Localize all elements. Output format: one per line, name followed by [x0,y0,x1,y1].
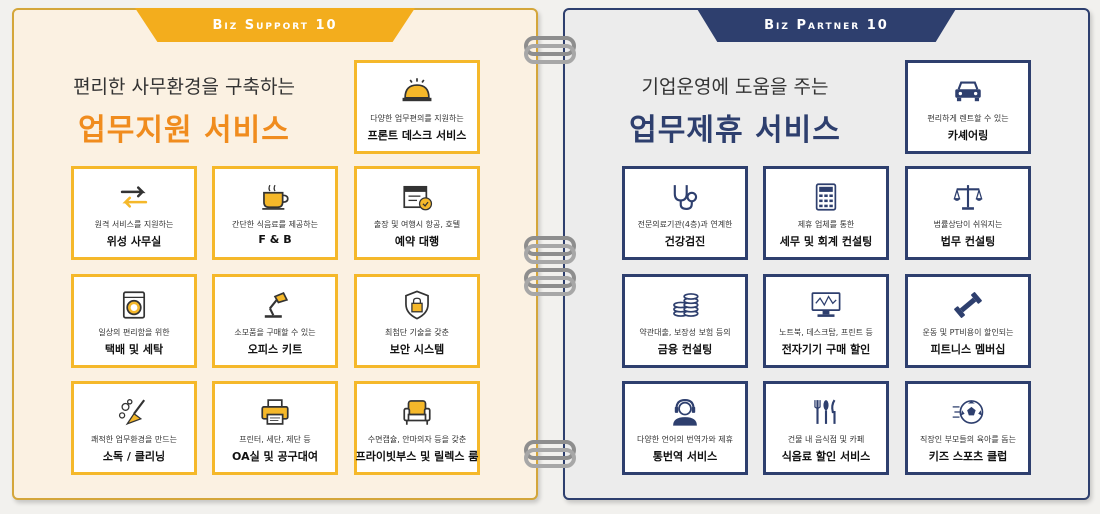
card-title: 금융 컨설팅 [657,343,713,356]
service-card-cleaning[interactable]: 쾌적한 업무환경을 만드는 소독 / 클리닝 [71,381,197,475]
biz-support-tab: Biz Support 10 [135,8,415,42]
service-card-tax-accounting[interactable]: 제휴 업체를 통한 세무 및 회계 컨설팅 [763,166,889,260]
service-card-security[interactable]: 최첨단 기술을 갖춘 보안 시스템 [354,274,480,368]
monitor-icon [806,287,846,323]
headset-person-icon [665,394,705,430]
service-card-booking[interactable]: 출장 및 여행시 항공, 호텔 예약 대행 [354,166,480,260]
card-title: 프라이빗부스 및 릴렉스 룸 [355,450,479,463]
card-desc: 노트북, 데스크탑, 프린트 등 [779,328,873,337]
stethoscope-icon [665,179,705,215]
card-title: 오피스 키트 [247,343,303,356]
card-title: 통번역 서비스 [652,450,718,463]
lock-shield-icon [397,287,437,323]
ring-loop [524,448,576,468]
biz-partner-panel: Biz Partner 10 기업운영에 도움을 주는 업무제휴 서비스 편리하… [563,8,1090,500]
card-title: 예약 대행 [394,235,440,248]
armchair-icon [397,394,437,430]
card-desc: 다양한 업무편의를 지원하는 [370,114,464,123]
card-desc: 출장 및 여행시 항공, 호텔 [373,220,461,229]
card-title: 키즈 스포츠 클럽 [928,450,1008,463]
transfer-arrows-icon [114,179,154,215]
card-title: 프론트 데스크 서비스 [367,129,467,142]
card-desc: 건물 내 음식점 및 카페 [787,435,865,444]
service-card-electronics[interactable]: 노트북, 데스크탑, 프린트 등 전자기기 구매 할인 [763,274,889,368]
card-title: 법무 컨설팅 [940,235,996,248]
washing-machine-icon [114,287,154,323]
cleaning-broom-icon [114,394,154,430]
card-desc: 일상의 편리함을 위한 [98,328,170,337]
service-card-oa-room[interactable]: 프린터, 세단, 제단 등 OA실 및 공구대여 [212,381,338,475]
binder-ring-top [524,36,576,64]
service-card-food-discount[interactable]: 건물 내 음식점 및 카페 식음료 할인 서비스 [763,381,889,475]
card-title: 택배 및 세탁 [104,343,164,356]
card-desc: 수면캡슐, 안마의자 등을 갖춘 [367,435,467,444]
card-desc: 약관대출, 보장성 보험 등의 [639,328,731,337]
card-title: 식음료 할인 서비스 [781,450,871,463]
biz-support-subtitle: 편리한 사무환경을 구축하는 [73,76,295,98]
service-card-food-beverage[interactable]: 간단한 식음료를 제공하는 F & B [212,166,338,260]
binder-ring-bottom [524,440,576,468]
card-desc: 소모품을 구매할 수 있는 [234,328,316,337]
coffee-cup-icon [255,179,295,215]
ring-loop [524,276,576,296]
binder-ring-upper-middle [524,236,576,264]
card-desc: 쾌적한 업무환경을 만드는 [90,435,178,444]
ring-loop [524,44,576,64]
card-title: 피트니스 멤버십 [930,343,1006,356]
biz-support-panel: Biz Support 10 편리한 사무환경을 구축하는 업무지원 서비스 다… [12,8,538,500]
service-card-relax-room[interactable]: 수면캡슐, 안마의자 등을 갖춘 프라이빗부스 및 릴렉스 룸 [354,381,480,475]
card-title: 위성 사무실 [106,235,162,248]
calculator-icon [806,179,846,215]
card-title: OA실 및 공구대여 [232,450,318,463]
calendar-check-icon [397,179,437,215]
card-title: 세무 및 회계 컨설팅 [779,235,873,248]
service-card-delivery-laundry[interactable]: 일상의 편리함을 위한 택배 및 세탁 [71,274,197,368]
card-title: 전자기기 구매 할인 [781,343,871,356]
service-card-legal[interactable]: 법률상담이 쉬워지는 법무 컨설팅 [905,166,1031,260]
biz-support-headline: 편리한 사무환경을 구축하는 업무지원 서비스 [54,72,314,149]
desk-lamp-icon [255,287,295,323]
card-desc: 프린터, 세단, 제단 등 [239,435,311,444]
card-desc: 직장인 부모들의 육아를 돕는 [920,435,1016,444]
printer-icon [255,394,295,430]
card-desc: 전문의료기관(4층)과 연계한 [637,220,733,229]
soccer-ball-icon [948,394,988,430]
service-card-satellite-office[interactable]: 원격 서비스를 지원하는 위성 사무실 [71,166,197,260]
card-desc: 편리하게 렌트할 수 있는 [927,114,1009,123]
service-card-finance[interactable]: 약관대출, 보장성 보험 등의 금융 컨설팅 [622,274,748,368]
service-card-translation[interactable]: 다양한 언어의 번역가와 제휴 통번역 서비스 [622,381,748,475]
card-title: F & B [258,233,292,246]
service-card-fitness[interactable]: 운동 및 PT비용이 할인되는 피트니스 멤버십 [905,274,1031,368]
biz-support-title: 업무지원 서비스 [78,113,290,148]
dumbbell-icon [948,287,988,323]
car-icon [948,73,988,109]
card-desc: 제휴 업체를 통한 [797,220,855,229]
binder-ring-lower-middle [524,268,576,296]
service-card-car-sharing[interactable]: 편리하게 렌트할 수 있는 카셰어링 [905,60,1031,154]
card-desc: 법률상담이 쉬워지는 [933,220,1003,229]
card-desc: 원격 서비스를 지원하는 [94,220,174,229]
service-card-health-checkup[interactable]: 전문의료기관(4층)과 연계한 건강검진 [622,166,748,260]
biz-partner-title: 업무제휴 서비스 [629,113,841,148]
biz-partner-tab: Biz Partner 10 [696,8,957,42]
coins-icon [665,287,705,323]
bell-icon [397,73,437,109]
card-title: 보안 시스템 [389,343,445,356]
service-card-office-kit[interactable]: 소모품을 구매할 수 있는 오피스 키트 [212,274,338,368]
card-title: 소독 / 클리닝 [102,450,166,463]
biz-partner-subtitle: 기업운영에 도움을 주는 [641,76,829,98]
cutlery-icon [806,394,846,430]
biz-partner-headline: 기업운영에 도움을 주는 업무제휴 서비스 [605,72,865,149]
card-desc: 운동 및 PT비용이 할인되는 [922,328,1014,337]
card-title: 건강검진 [664,235,706,248]
scales-icon [948,179,988,215]
service-card-kids-sports[interactable]: 직장인 부모들의 육아를 돕는 키즈 스포츠 클럽 [905,381,1031,475]
card-desc: 다양한 언어의 번역가와 제휴 [637,435,733,444]
card-desc: 최첨단 기술을 갖춘 [385,328,449,337]
card-desc: 간단한 식음료를 제공하는 [231,220,319,229]
service-card-front-desk[interactable]: 다양한 업무편의를 지원하는 프론트 데스크 서비스 [354,60,480,154]
ring-loop [524,244,576,264]
card-title: 카셰어링 [947,129,989,142]
